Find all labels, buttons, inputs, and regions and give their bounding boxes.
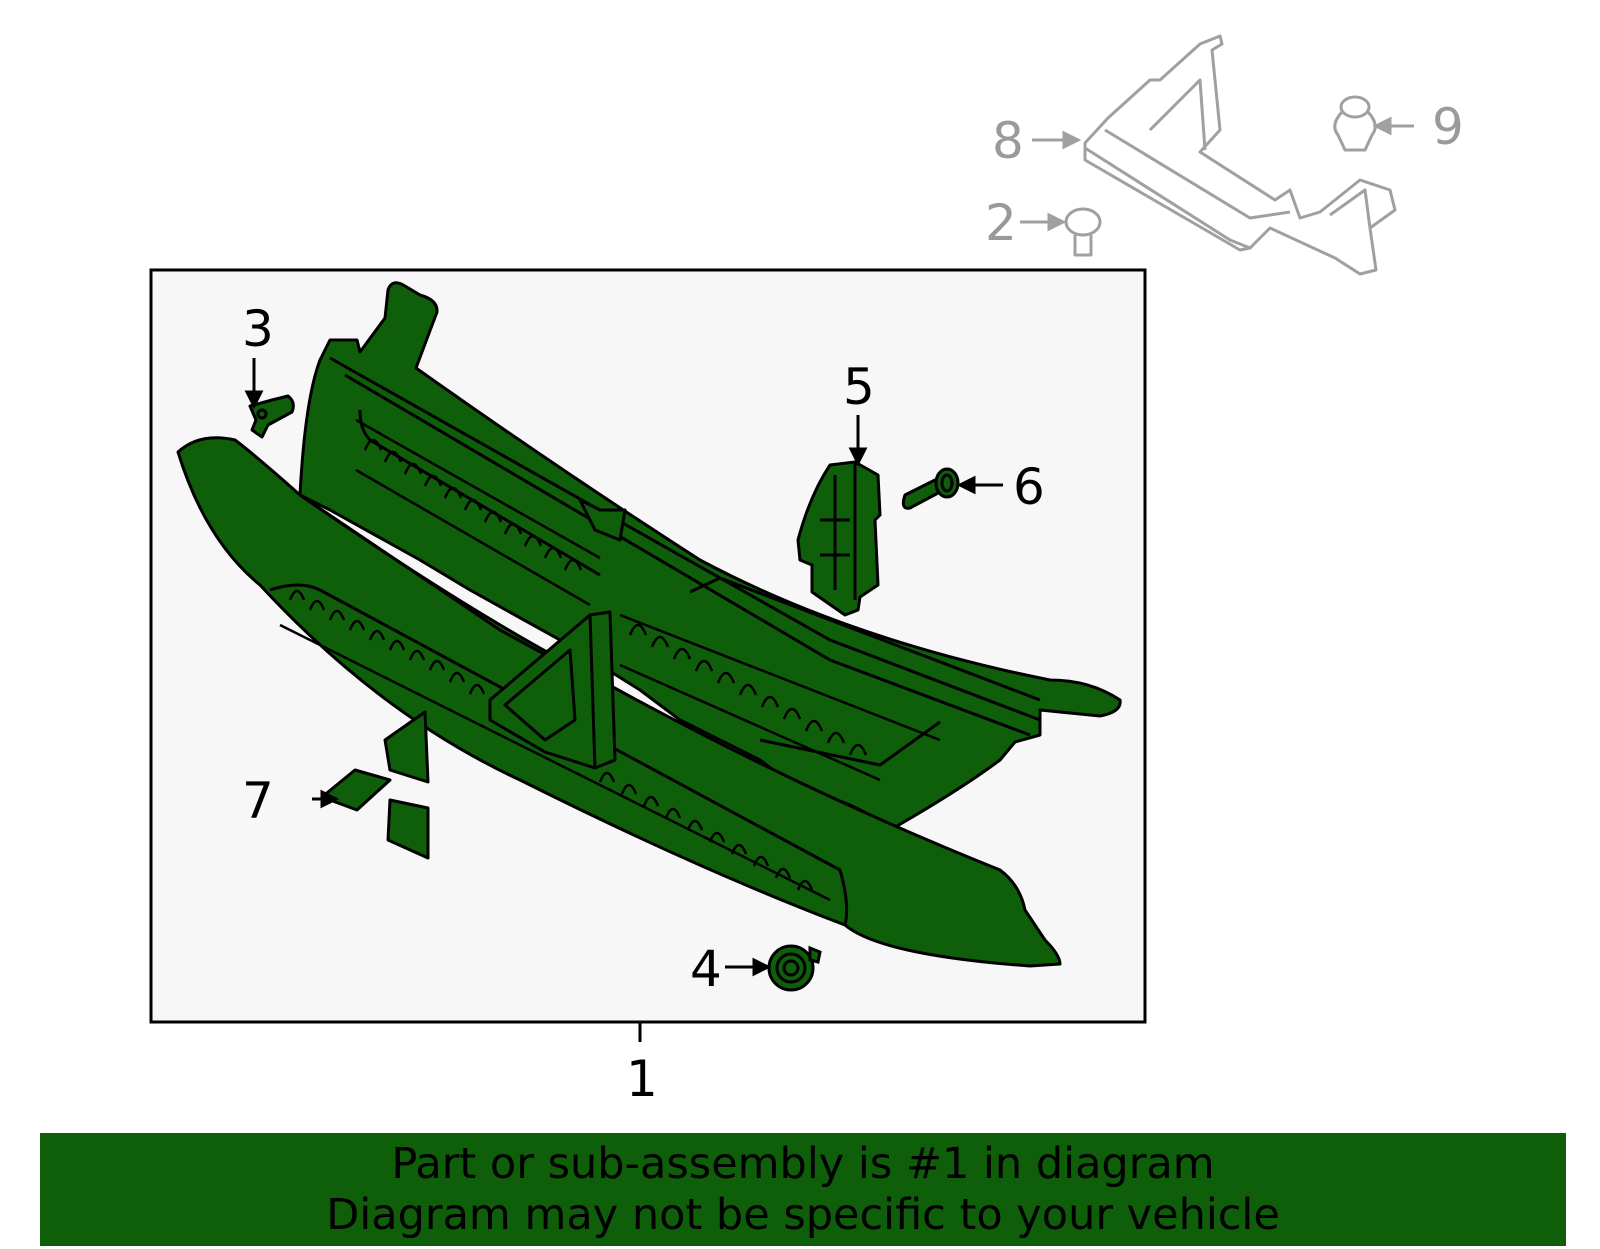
callout-8: 8 xyxy=(992,112,1024,170)
upper-grille-slots xyxy=(355,418,941,782)
part-5-bracket xyxy=(796,460,882,617)
callout-4: 4 xyxy=(690,940,722,998)
part-2-clip xyxy=(1064,207,1102,257)
callout-7: 7 xyxy=(242,772,274,830)
arrows-dark xyxy=(244,358,1003,977)
disclaimer-banner: Part or sub-assembly is #1 in diagram Di… xyxy=(40,1133,1566,1246)
callout-5: 5 xyxy=(843,358,875,416)
callout-2: 2 xyxy=(985,194,1017,252)
callout-6: 6 xyxy=(1013,458,1045,516)
emblem-mount xyxy=(488,610,617,770)
callout-1: 1 xyxy=(626,1050,658,1108)
part-7-emblem xyxy=(320,710,430,860)
part-3-clip xyxy=(248,394,295,439)
callout-9: 9 xyxy=(1432,98,1464,156)
lower-grille-slots xyxy=(279,589,831,902)
callout-3: 3 xyxy=(242,300,274,358)
arrows-grey xyxy=(1020,116,1414,232)
part-6-screw xyxy=(901,467,960,510)
grille-upper-frame xyxy=(298,281,1122,846)
part-9-clip xyxy=(1333,95,1377,152)
banner-line-2: Diagram may not be specific to your vehi… xyxy=(326,1189,1280,1240)
part-8-deflector xyxy=(1083,34,1397,276)
banner-line-1: Part or sub-assembly is #1 in diagram xyxy=(391,1138,1215,1189)
